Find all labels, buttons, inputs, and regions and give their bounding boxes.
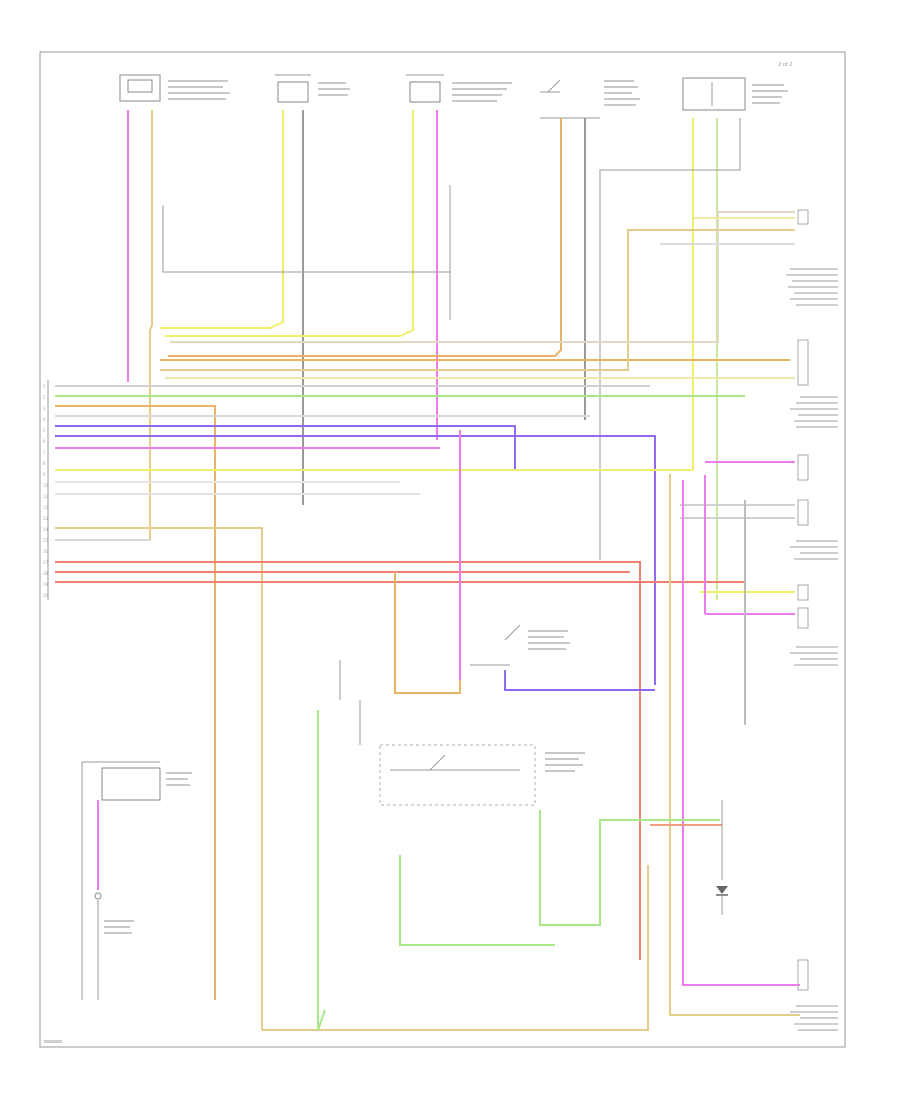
- connector-pin-label: 12: [43, 505, 49, 510]
- wire-tan-top: [149, 110, 153, 540]
- harness-5-violet: [55, 425, 516, 470]
- component-top-2: [275, 74, 350, 103]
- ground-bus: [162, 205, 450, 273]
- wire-yellow-top-2a: [160, 110, 284, 329]
- harness-orange-run: [394, 572, 461, 694]
- wire-orange-top-4: [168, 118, 562, 357]
- wire-yellow-top-3a: [165, 110, 414, 337]
- right-label-blocks: [786, 268, 838, 1031]
- connector-pin-label: 8: [43, 461, 46, 466]
- connector-pin-label: 2: [43, 395, 46, 400]
- harness-6-violet: [55, 435, 656, 685]
- component-top-4-switch: [540, 79, 640, 119]
- connector-pin-label: 3: [43, 406, 46, 411]
- wire-green-lower-2: [399, 855, 555, 946]
- relay-switch-middle: [470, 624, 570, 666]
- harness-3-orange: [55, 405, 216, 1000]
- component-top-5: [682, 77, 788, 111]
- wire-green-lower-3: [539, 810, 720, 926]
- connector-pin-label: 17: [43, 560, 49, 565]
- connector-pin-label: 5: [43, 428, 46, 433]
- connector-pin-label: 15: [43, 538, 49, 543]
- connector-pin-label: 1: [43, 384, 46, 389]
- wire-gray-top-5c: [599, 118, 741, 560]
- connector-pin-label: 13: [43, 516, 49, 521]
- wire-pink-right-vertical: [682, 480, 800, 986]
- wire-tan-bottom: [262, 865, 649, 1031]
- wire-right-tan: [669, 474, 800, 1016]
- connector-pin-label: 11: [43, 494, 49, 499]
- connector-pin-label: 20: [43, 593, 49, 598]
- transmission-range-switch: [379, 744, 585, 806]
- page-label: 2 of 2: [778, 62, 792, 68]
- wire-right-pink-6: [704, 475, 795, 615]
- connector-pin-label: 7: [43, 450, 46, 455]
- connector-pin-label: 18: [43, 571, 49, 576]
- diagram-frame: [39, 51, 846, 1048]
- connector-pin-label: 14: [43, 527, 49, 532]
- connector-pin-label: 9: [43, 472, 46, 477]
- connector-pin-label: 10: [43, 483, 49, 488]
- connector-pin-label: 16: [43, 549, 49, 554]
- connector-pin-label: 19: [43, 582, 49, 587]
- harness-11-tan: [55, 527, 263, 1030]
- footer-mark: [44, 1040, 62, 1043]
- diode-icon: [716, 800, 728, 915]
- wire-junction-gray: [170, 211, 795, 343]
- wire-lightgreen-bottom: [317, 1009, 326, 1031]
- harness-13-red: [55, 561, 641, 960]
- connector-pin-label: 6: [43, 439, 46, 444]
- component-top-3: [406, 74, 512, 103]
- connector-icon: [797, 209, 809, 991]
- wire-violet-lower: [504, 670, 655, 691]
- component-top-1: [119, 74, 230, 102]
- left-lower-block: [81, 761, 192, 1000]
- wire-junction-tan: [160, 229, 795, 371]
- connector-pin-label: 4: [43, 417, 46, 422]
